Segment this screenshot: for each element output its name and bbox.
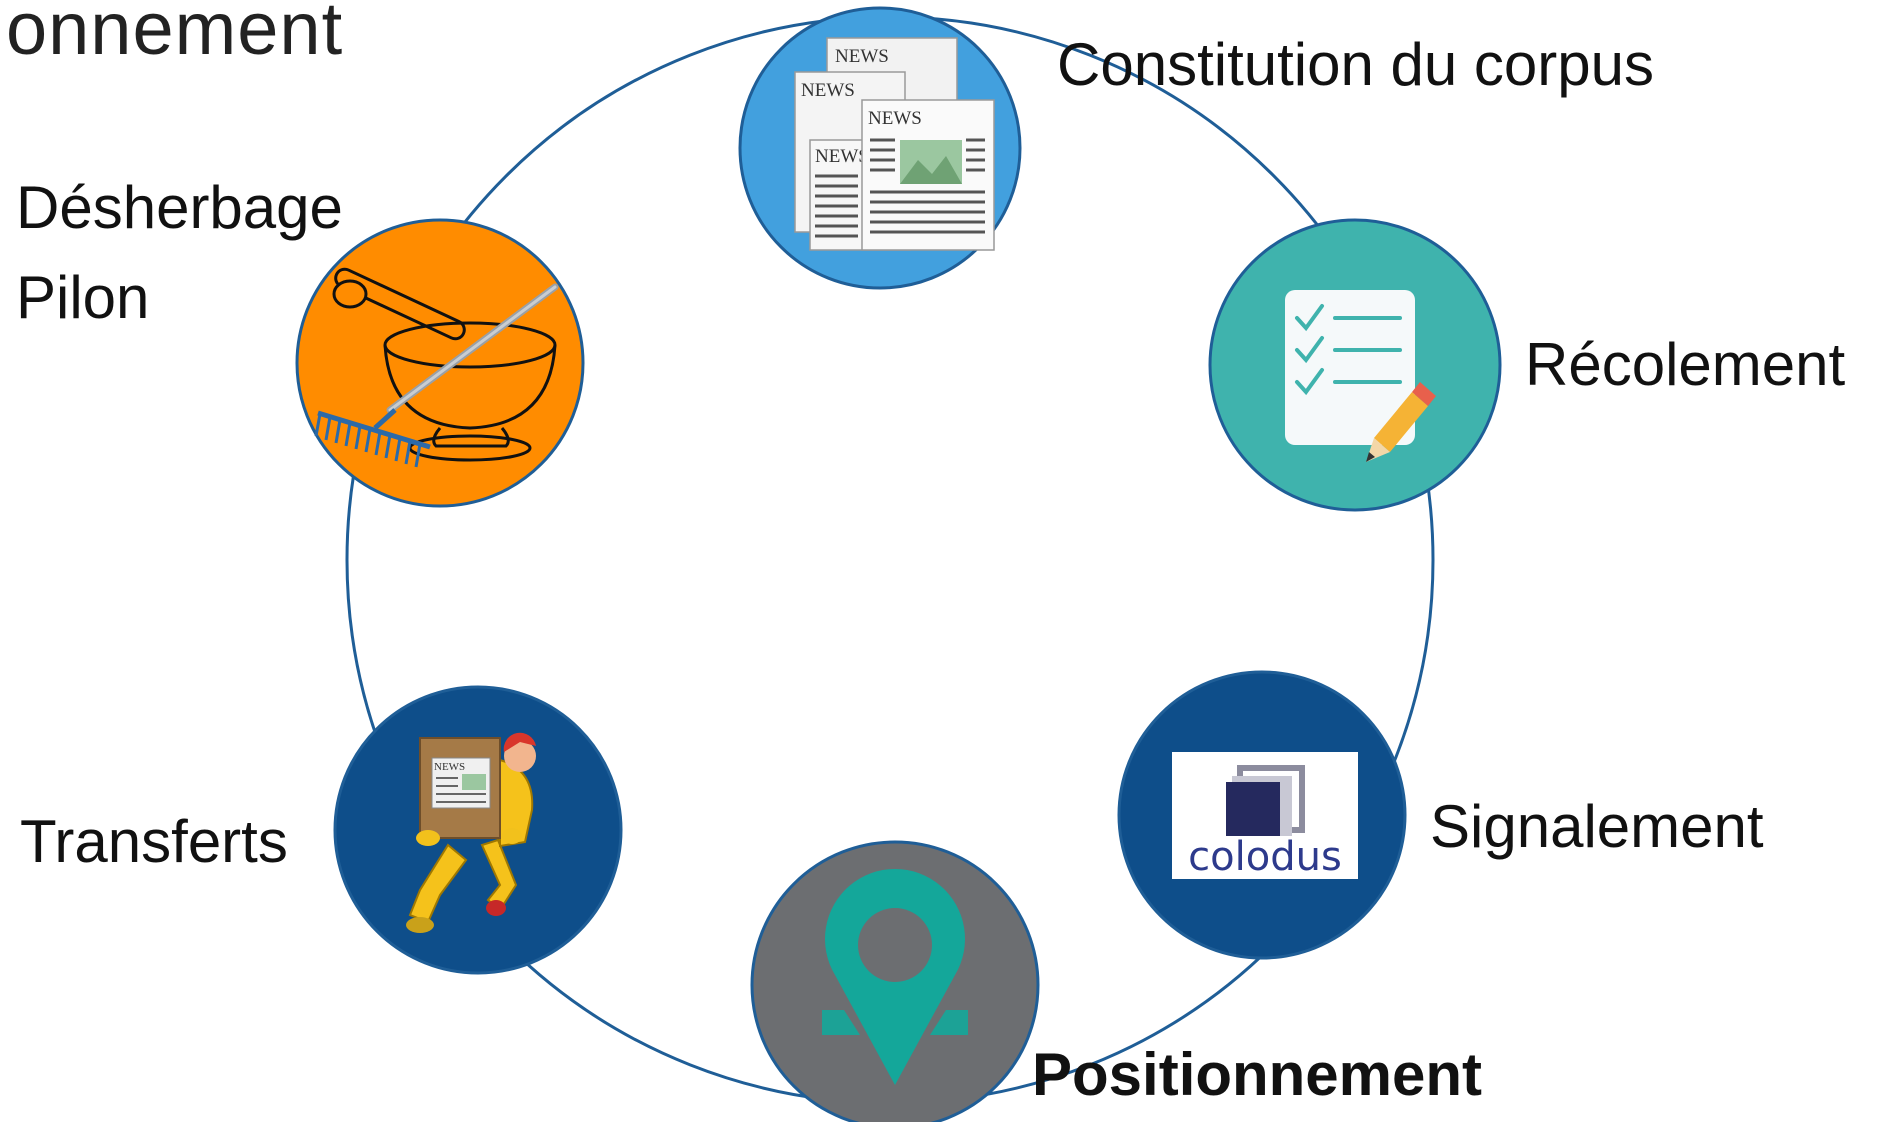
stage-corpus-node: NEWS NEWS NEWS NEWS [738, 6, 1022, 290]
stage-recolement-node [1208, 218, 1502, 512]
label-transferts: Transferts [20, 808, 288, 875]
rake-icon [314, 283, 559, 468]
newspaper-masthead: NEWS [434, 761, 465, 773]
label-desherbage: Désherbage [16, 174, 343, 241]
slide-title-fragment: onnement [6, 0, 344, 70]
mortar-and-rake-icon [314, 267, 559, 468]
label-recolement: Récolement [1525, 331, 1846, 398]
colodus-logo: colodus [1172, 752, 1358, 880]
pestle-icon [332, 267, 466, 341]
newspaper-masthead: NEWS [868, 108, 922, 129]
label-pilon: Pilon [16, 264, 150, 331]
checklist-icon [1285, 290, 1436, 462]
newspapers-icon: NEWS NEWS NEWS NEWS [794, 37, 995, 251]
newspaper-masthead: NEWS [801, 80, 855, 101]
stage-signalement-node: colodus [1117, 670, 1407, 960]
stage-desherbage-node [295, 218, 585, 508]
pencil-icon [1366, 382, 1436, 462]
mover-carrying-box-icon: NEWS [406, 732, 536, 933]
location-pin-icon [822, 868, 968, 1085]
label-corpus: Constitution du corpus [1057, 31, 1655, 98]
label-positionnement: Positionnement [1032, 1041, 1483, 1108]
newspaper-masthead: NEWS [835, 46, 889, 67]
stage-positionnement-node [750, 840, 1040, 1127]
label-signalement: Signalement [1430, 793, 1764, 860]
newspaper-masthead: NEWS [815, 146, 869, 167]
stage-transferts-node: NEWS [333, 685, 623, 975]
colodus-logo-text: colodus [1188, 834, 1342, 880]
